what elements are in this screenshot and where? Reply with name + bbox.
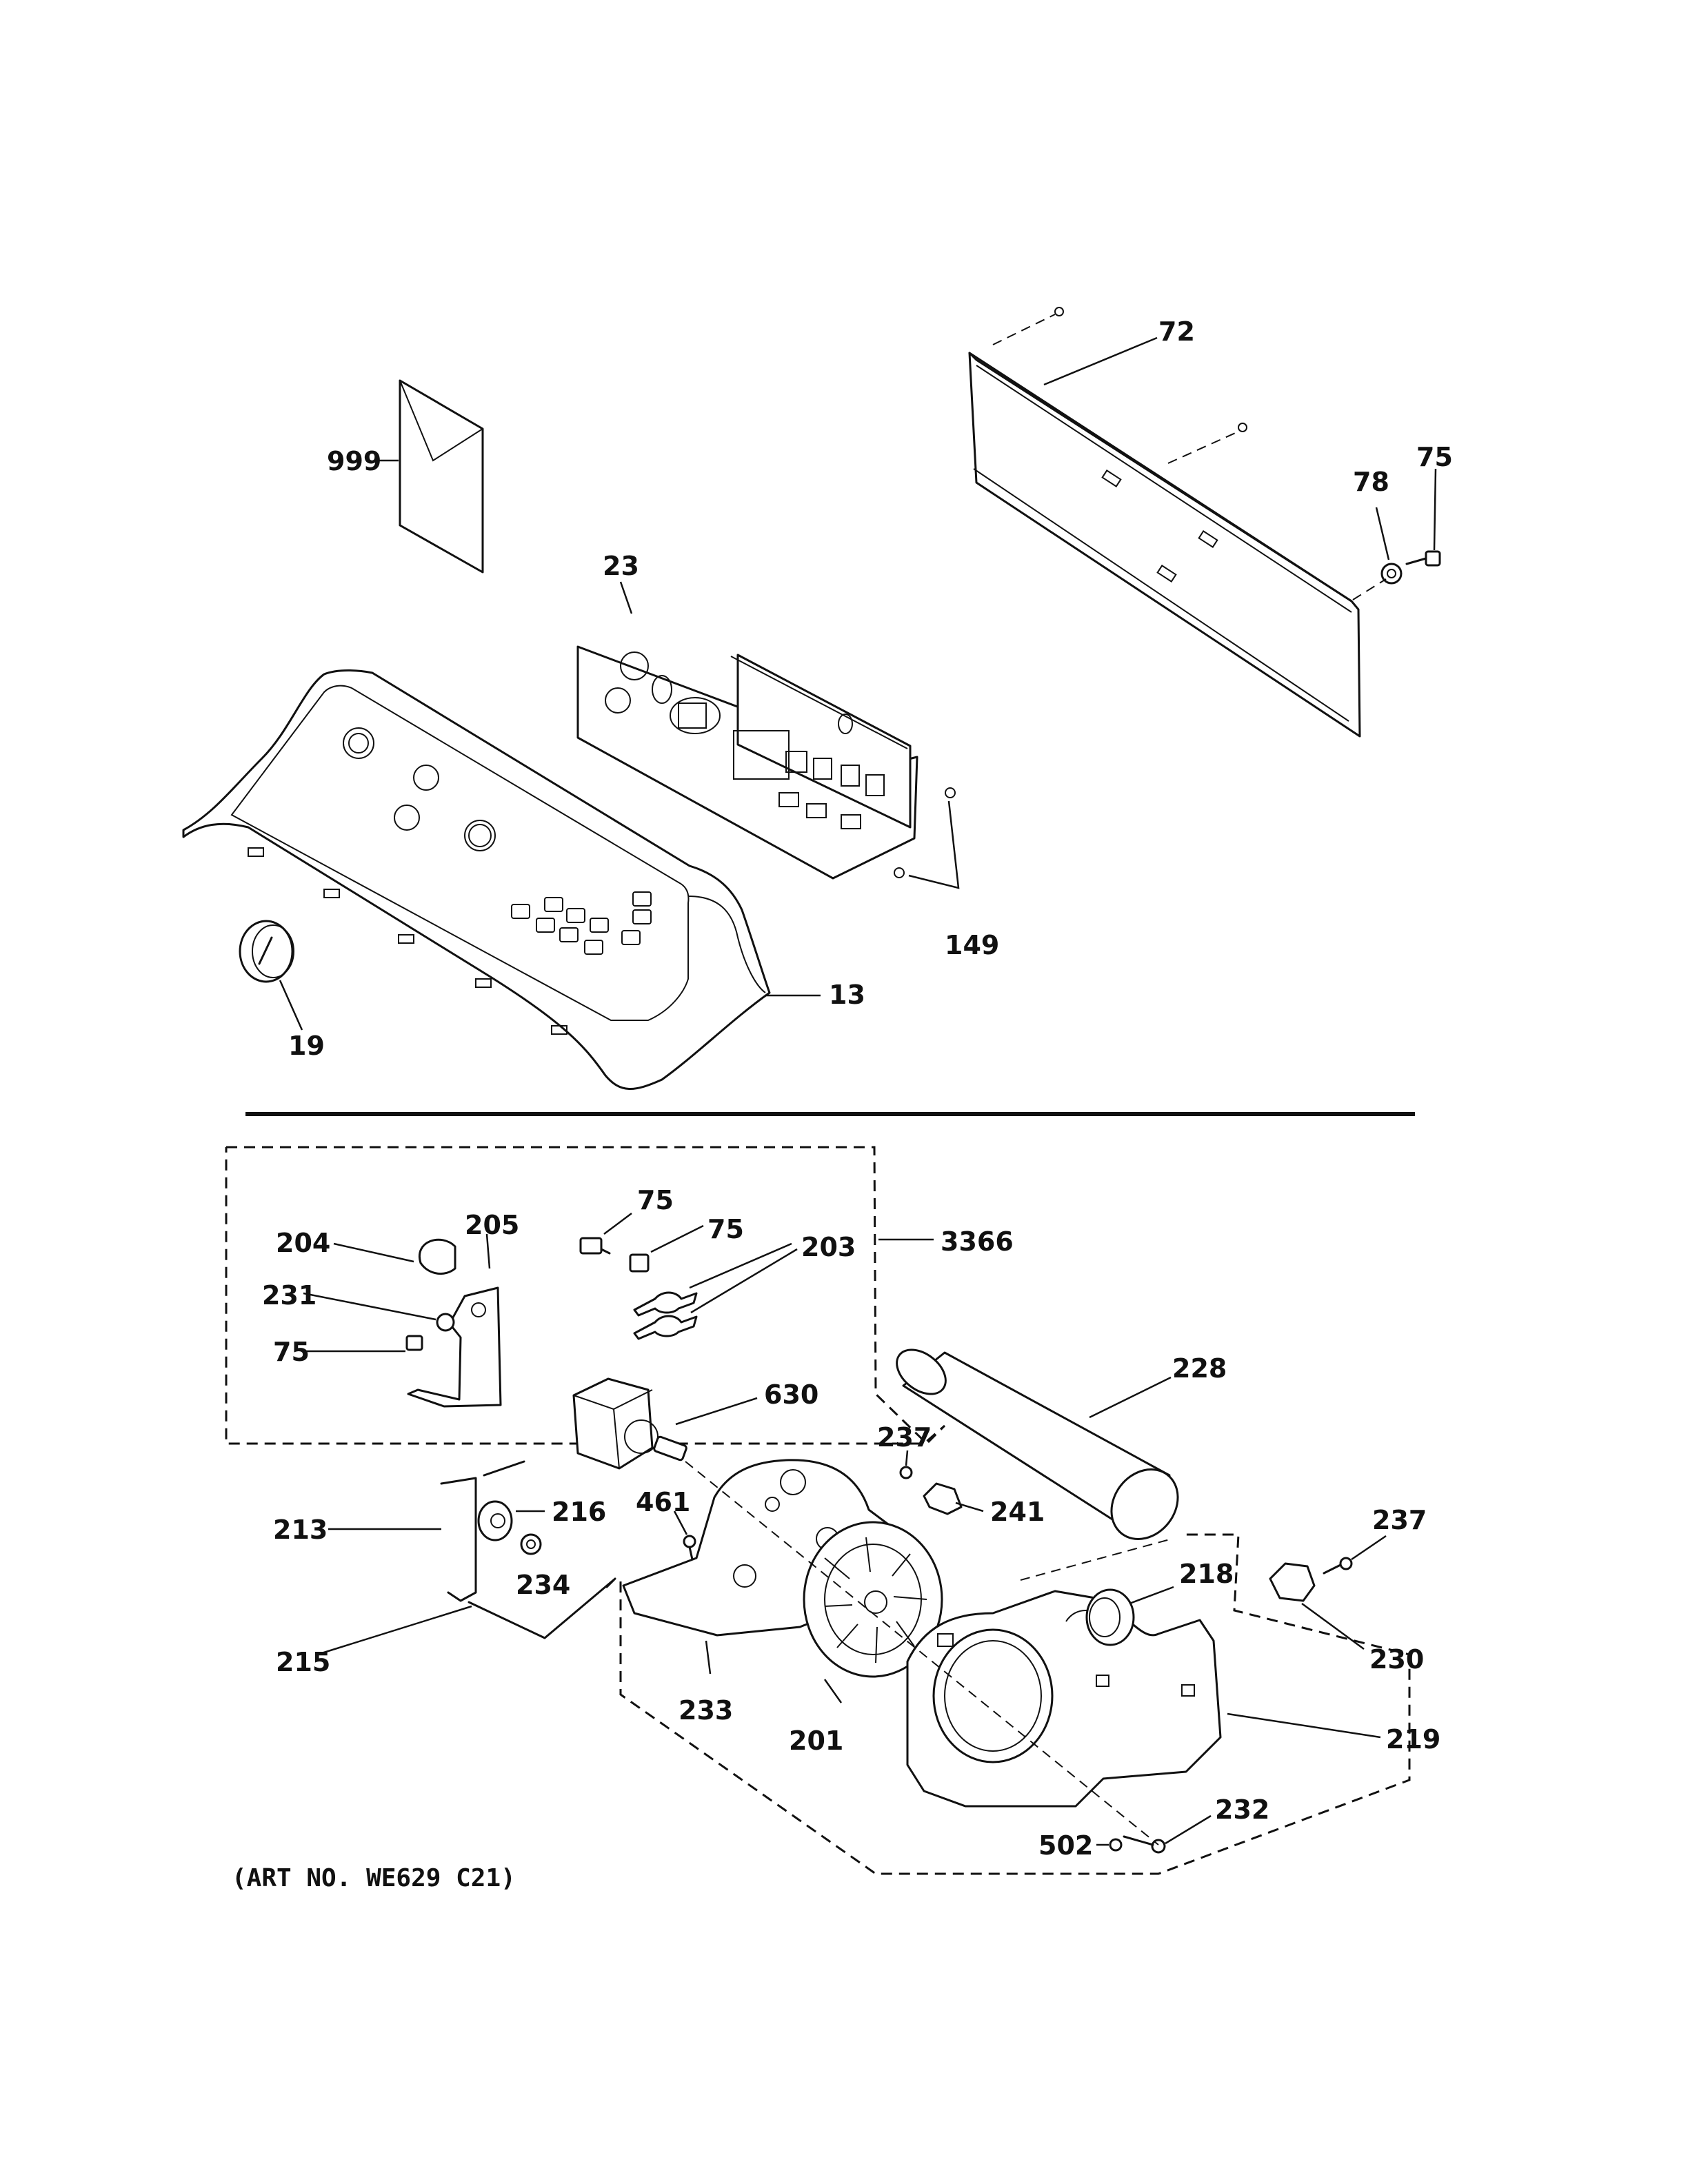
screw-part-75-left xyxy=(306,1335,423,1353)
callout-215: 215 xyxy=(276,1647,330,1677)
screw-part-232 xyxy=(1123,1814,1212,1854)
callout-78: 78 xyxy=(1353,467,1389,497)
callout-149: 149 xyxy=(945,930,999,960)
control-knob-part-19 xyxy=(239,920,303,1031)
screw-part-75-middle-lower xyxy=(629,1224,704,1273)
screw-part-231 xyxy=(303,1292,455,1332)
star-washer-part-78 xyxy=(1375,507,1403,585)
manual-envelope-part-999 xyxy=(378,379,484,574)
callout-19: 19 xyxy=(288,1031,325,1061)
callout-218: 218 xyxy=(1179,1559,1234,1589)
callout-23: 23 xyxy=(603,551,639,581)
callout-205: 205 xyxy=(465,1210,519,1240)
callout-630: 630 xyxy=(764,1379,818,1410)
callout-75: 75 xyxy=(637,1185,674,1215)
blower-seal-part-218 xyxy=(1020,1538,1174,1646)
callout-237: 237 xyxy=(1372,1505,1427,1535)
screw-part-237-left xyxy=(899,1450,913,1479)
callout-999: 999 xyxy=(327,446,381,476)
callout-233: 233 xyxy=(679,1695,733,1726)
idler-spring-part-215 xyxy=(316,1577,616,1656)
callout-502: 502 xyxy=(1038,1830,1093,1861)
rear-panel-part-72 xyxy=(968,307,1387,738)
exhaust-duct-part-228 xyxy=(896,1348,1179,1540)
callout-237: 237 xyxy=(877,1422,932,1453)
callout-3366: 3366 xyxy=(941,1226,1014,1257)
callout-232: 232 xyxy=(1215,1794,1269,1825)
callout-216: 216 xyxy=(552,1497,606,1527)
callout-75: 75 xyxy=(1416,442,1453,472)
callout-231: 231 xyxy=(262,1280,316,1311)
control-panel-part-13 xyxy=(182,669,821,1090)
blower-wheel-part-201 xyxy=(803,1521,943,1703)
screw-part-502 xyxy=(1096,1838,1123,1852)
callout-461: 461 xyxy=(636,1487,690,1517)
callout-228: 228 xyxy=(1172,1353,1227,1384)
blower-housing-front-part-219 xyxy=(906,1590,1381,1808)
callout-234: 234 xyxy=(516,1570,570,1600)
motor-mount-part-203 xyxy=(633,1242,798,1340)
control-board-part-23 xyxy=(576,581,918,880)
screw-part-461 xyxy=(673,1510,696,1561)
idler-pulley-part-216 xyxy=(477,1460,545,1541)
clamp-part-204 xyxy=(333,1238,456,1275)
callout-75: 75 xyxy=(707,1214,744,1244)
screw-part-237-right xyxy=(1323,1535,1387,1575)
duct-bracket-part-241 xyxy=(923,1482,984,1515)
callout-72: 72 xyxy=(1158,316,1195,347)
bracket-part-205 xyxy=(407,1233,502,1408)
screw-part-75-middle-upper xyxy=(579,1213,632,1255)
blower-assembly-boundary xyxy=(619,1533,1411,1875)
drive-motor-part-630 xyxy=(572,1377,758,1470)
callout-201: 201 xyxy=(789,1726,843,1756)
callout-13: 13 xyxy=(829,980,865,1010)
assembly-boundary-3366 xyxy=(225,1146,946,1446)
screw-part-75-top xyxy=(1405,468,1441,567)
callout-219: 219 xyxy=(1386,1724,1440,1755)
duct-support-part-230 xyxy=(1269,1562,1365,1650)
callout-204: 204 xyxy=(276,1228,330,1258)
art-number: (ART NO. WE629 C21) xyxy=(232,1864,516,1892)
clip-part-149 xyxy=(894,787,960,889)
callout-213: 213 xyxy=(273,1515,328,1545)
callout-230: 230 xyxy=(1369,1644,1424,1675)
nut-part-234 xyxy=(520,1533,542,1555)
idler-arm-part-213 xyxy=(328,1477,477,1602)
callout-203: 203 xyxy=(801,1232,856,1262)
alignment-line xyxy=(685,1461,1159,1846)
callout-75: 75 xyxy=(273,1337,310,1367)
callout-241: 241 xyxy=(990,1497,1045,1527)
